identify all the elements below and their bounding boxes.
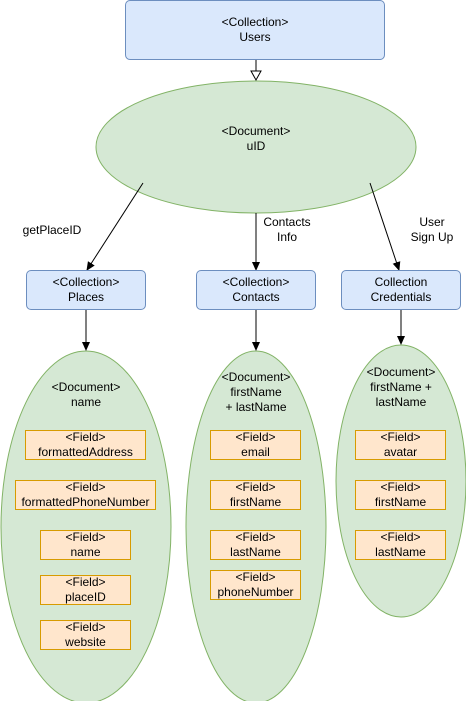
contacts-document-type: <Document> — [221, 370, 291, 384]
credentials-collection-name: Credentials — [370, 290, 432, 304]
contacts-collection[interactable]: <Collection>Contacts — [196, 270, 316, 310]
field-type: <Field> — [380, 530, 421, 544]
contacts-field-lastname[interactable]: <Field>lastName — [210, 530, 301, 560]
uid-to-credentials-arrow — [369, 182, 401, 271]
credentials-collection-type: Collection — [374, 275, 428, 289]
contacts-field-phonenumber[interactable]: <Field>phoneNumber — [210, 570, 301, 600]
credentials-document-name-2: lastName — [375, 395, 427, 409]
contacts-field-firstname[interactable]: <Field>firstName — [210, 480, 301, 510]
edge-label-credentials-line2: Sign Up — [410, 230, 454, 244]
places-field-website[interactable]: <Field>website — [40, 620, 131, 650]
places-collection[interactable]: <Collection>Places — [26, 270, 146, 310]
contacts-document-label: <Document> firstName + lastName — [196, 370, 316, 415]
field-type: <Field> — [65, 620, 106, 634]
edge-label-contacts-line2: Info — [276, 230, 297, 244]
places-document-name: name — [70, 395, 102, 409]
edge-label-contacts-line1: Contacts — [263, 215, 311, 229]
field-name: name — [70, 545, 101, 559]
places-field-name[interactable]: <Field>name — [40, 530, 131, 560]
places-collection-name: Places — [67, 290, 105, 304]
credentials-document-label: <Document> firstName + lastName — [341, 365, 461, 410]
field-type: <Field> — [235, 430, 276, 444]
users-collection[interactable]: <Collection>Users — [125, 0, 385, 60]
users-collection-name: Users — [239, 30, 271, 44]
field-type: <Field> — [380, 430, 421, 444]
edge-label-user-sign-up: User Sign Up — [392, 215, 466, 245]
edge-label-contacts-info: Contacts Info — [247, 215, 327, 245]
contacts-document-name-2: + lastName — [225, 400, 287, 414]
field-name: formattedAddress — [38, 445, 133, 459]
field-name: avatar — [383, 445, 418, 459]
field-name: phoneNumber — [217, 585, 294, 599]
contacts-document-name-1: firstName — [230, 385, 282, 399]
places-document-label: <Document> name — [26, 380, 146, 410]
field-type: <Field> — [65, 480, 106, 494]
field-name: placeID — [65, 590, 106, 604]
field-name: firstName — [229, 495, 282, 509]
credentials-field-avatar[interactable]: <Field>avatar — [355, 430, 446, 460]
places-field-placeid[interactable]: <Field>placeID — [40, 575, 131, 605]
field-type: <Field> — [65, 530, 106, 544]
field-name: lastName — [230, 545, 281, 559]
uid-to-places-arrow — [86, 182, 144, 271]
field-type: <Field> — [235, 530, 276, 544]
field-type: <Field> — [65, 430, 106, 444]
uid-document-label: <Document> uID — [196, 124, 316, 154]
contacts-collection-name: Contacts — [232, 290, 280, 304]
places-document-type: <Document> — [51, 380, 121, 394]
field-name: firstName — [374, 495, 427, 509]
credentials-document-type: <Document> — [366, 365, 436, 379]
users-collection-type: <Collection> — [221, 15, 289, 29]
contacts-field-email[interactable]: <Field>email — [210, 430, 301, 460]
places-field-formattedaddress[interactable]: <Field>formattedAddress — [25, 430, 146, 460]
field-type: <Field> — [235, 570, 276, 584]
edge-label-credentials-line1: User — [419, 215, 445, 229]
edge-label-getplaceid: getPlaceID — [22, 223, 82, 237]
credentials-field-firstname[interactable]: <Field>firstName — [355, 480, 446, 510]
field-name: formattedPhoneNumber — [21, 495, 150, 509]
places-field-formattedphonenumber[interactable]: <Field>formattedPhoneNumber — [15, 480, 156, 510]
places-collection-type: <Collection> — [52, 275, 120, 289]
field-name: lastName — [375, 545, 426, 559]
field-name: website — [65, 635, 106, 649]
field-type: <Field> — [380, 480, 421, 494]
uid-document-type: <Document> — [221, 124, 291, 138]
credentials-field-lastname[interactable]: <Field>lastName — [355, 530, 446, 560]
field-name: email — [241, 445, 270, 459]
contacts-collection-type: <Collection> — [222, 275, 290, 289]
uid-document-name: uID — [246, 139, 266, 153]
credentials-document-name-1: firstName + — [370, 380, 432, 394]
field-type: <Field> — [65, 575, 106, 589]
field-type: <Field> — [235, 480, 276, 494]
